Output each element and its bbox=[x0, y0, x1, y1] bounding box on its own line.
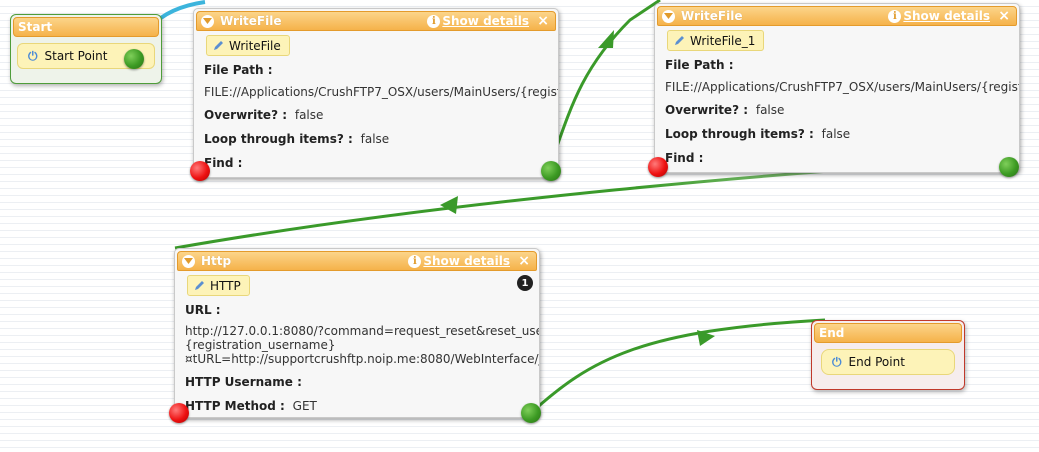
file-path-value: FILE://Applications/CrushFTP7_OSX/users/… bbox=[204, 85, 558, 99]
node-title: Http bbox=[201, 254, 232, 268]
loop-label: Loop through items? : bbox=[665, 127, 814, 141]
collapse-icon[interactable] bbox=[182, 254, 195, 268]
start-node-header[interactable]: Start bbox=[13, 17, 159, 37]
start-point-label: Start Point bbox=[44, 49, 108, 63]
file-path-row: File Path : bbox=[665, 57, 1009, 73]
info-icon: i bbox=[408, 254, 422, 268]
find-row: Find : bbox=[204, 155, 548, 171]
task-name-chip[interactable]: WriteFile bbox=[206, 35, 290, 56]
overwrite-row: Overwrite? : false bbox=[665, 102, 1009, 118]
end-point-chip[interactable]: ⏻ End Point bbox=[821, 349, 955, 375]
arrow-head bbox=[697, 330, 715, 346]
info-icon: i bbox=[427, 14, 441, 28]
file-path-value: FILE://Applications/CrushFTP7_OSX/users/… bbox=[665, 80, 1019, 94]
end-node[interactable]: End ⏻ End Point bbox=[811, 320, 965, 390]
writefile-output-port[interactable] bbox=[541, 161, 561, 181]
loop-label: Loop through items? : bbox=[204, 132, 353, 146]
http-method-label: HTTP Method : bbox=[185, 399, 285, 413]
show-details-label: Show details bbox=[903, 9, 990, 23]
start-node[interactable]: Start ⏻ Start Point bbox=[10, 14, 162, 84]
end-point-label: End Point bbox=[848, 355, 905, 369]
end-node-title: End bbox=[819, 326, 845, 340]
close-icon[interactable]: × bbox=[998, 8, 1010, 24]
power-icon: ⏻ bbox=[28, 48, 38, 63]
loop-row: Loop through items? : false bbox=[204, 131, 548, 147]
file-path-label: File Path : bbox=[665, 58, 734, 72]
loop-row: Loop through items? : false bbox=[665, 126, 1009, 142]
close-icon[interactable]: × bbox=[537, 13, 549, 29]
task-name: WriteFile bbox=[229, 38, 281, 53]
http-username-label: HTTP Username : bbox=[185, 375, 302, 389]
start-output-port[interactable] bbox=[124, 49, 144, 69]
end-node-header[interactable]: End bbox=[814, 323, 962, 343]
writefile-error-port[interactable] bbox=[190, 161, 210, 181]
overwrite-label: Overwrite? : bbox=[204, 108, 288, 122]
arrow-head bbox=[440, 196, 458, 214]
overwrite-value: false bbox=[755, 103, 785, 117]
show-details-label: Show details bbox=[442, 14, 529, 28]
show-details-label: Show details bbox=[423, 254, 510, 268]
node-title: WriteFile bbox=[681, 9, 743, 23]
writefile1-error-port[interactable] bbox=[648, 157, 668, 177]
url-line: {registration_username} bbox=[185, 338, 336, 352]
task-name: WriteFile_1 bbox=[690, 33, 756, 48]
file-path-row: File Path : bbox=[204, 62, 548, 78]
url-label: URL : bbox=[185, 303, 221, 317]
show-details-link[interactable]: i Show details bbox=[427, 12, 529, 30]
connector-writefile-to-writefile1 bbox=[546, 0, 661, 173]
show-details-link[interactable]: i Show details bbox=[408, 252, 510, 270]
pencil-icon bbox=[195, 281, 204, 290]
overwrite-label: Overwrite? : bbox=[665, 103, 749, 117]
overwrite-row: Overwrite? : false bbox=[204, 107, 548, 123]
writefile1-output-port[interactable] bbox=[999, 157, 1019, 177]
info-icon: i bbox=[888, 9, 902, 23]
writefile1-node[interactable]: WriteFile i Show details × WriteFile_1 F… bbox=[654, 3, 1020, 173]
url-row: URL : bbox=[185, 302, 529, 318]
http-output-port[interactable] bbox=[521, 403, 541, 423]
url-line: ¤tURL=http://supportcrushftp.noip.me:808… bbox=[185, 352, 539, 366]
start-node-title: Start bbox=[18, 20, 53, 34]
find-row: Find : bbox=[665, 150, 1009, 166]
arrow-head bbox=[598, 30, 614, 48]
node-title: WriteFile bbox=[220, 14, 282, 28]
connector-http-to-end bbox=[530, 318, 826, 414]
url-line: http://127.0.0.1:8080/?command=request_r… bbox=[185, 324, 539, 338]
pencil-icon bbox=[214, 41, 223, 50]
loop-value: false bbox=[360, 132, 390, 146]
http-error-port[interactable] bbox=[169, 403, 189, 423]
http-method-value: GET bbox=[292, 399, 317, 413]
http-node[interactable]: Http i Show details × HTTP 1 URL : http:… bbox=[174, 248, 540, 418]
writefile1-node-header[interactable]: WriteFile i Show details × bbox=[657, 6, 1017, 26]
file-path-label: File Path : bbox=[204, 63, 273, 77]
url-value: http://127.0.0.1:8080/?command=request_r… bbox=[185, 324, 539, 366]
http-method-row: HTTP Method : GET bbox=[185, 398, 529, 414]
http-node-header[interactable]: Http i Show details × bbox=[177, 251, 537, 271]
close-icon[interactable]: × bbox=[518, 253, 530, 269]
http-username-row: HTTP Username : bbox=[185, 374, 529, 390]
item-count-badge: 1 bbox=[517, 275, 533, 291]
writefile-node[interactable]: WriteFile i Show details × WriteFile Fil… bbox=[193, 8, 559, 178]
loop-value: false bbox=[821, 127, 851, 141]
show-details-link[interactable]: i Show details bbox=[888, 7, 990, 25]
power-icon: ⏻ bbox=[832, 354, 842, 369]
task-name-chip[interactable]: WriteFile_1 bbox=[667, 30, 765, 51]
overwrite-value: false bbox=[294, 108, 324, 122]
writefile-node-header[interactable]: WriteFile i Show details × bbox=[196, 11, 556, 31]
collapse-icon[interactable] bbox=[201, 14, 214, 28]
pencil-icon bbox=[675, 36, 684, 45]
task-name: HTTP bbox=[210, 278, 241, 293]
collapse-icon[interactable] bbox=[662, 9, 675, 23]
find-label: Find : bbox=[665, 151, 704, 165]
task-name-chip[interactable]: HTTP bbox=[187, 275, 250, 296]
